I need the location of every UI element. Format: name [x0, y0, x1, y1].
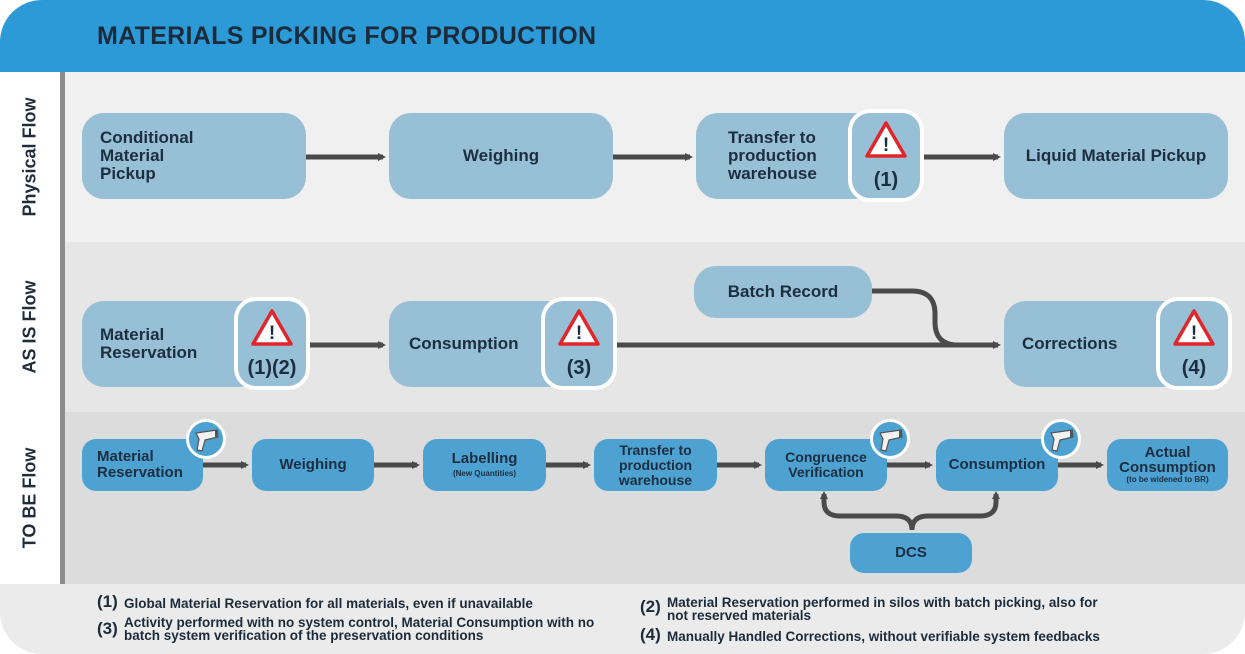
node-sublabel: (New Quantities): [452, 469, 517, 478]
scanner-badge-reservation: [186, 419, 226, 459]
warning-refs: (3): [566, 357, 592, 379]
lane-separator-bar: [60, 72, 65, 584]
warning-refs: (4): [1181, 357, 1207, 379]
barcode-scanner-icon: [879, 429, 903, 452]
footnote-3: (3) Activity performed with no system co…: [97, 615, 617, 643]
warning-icon: !: [251, 309, 293, 346]
node-label: Weighing: [279, 456, 347, 473]
node-label: Transfer to production warehouse: [618, 441, 693, 488]
footnotes-panel: [0, 584, 1245, 654]
warning-refs: (1)(2): [247, 357, 297, 379]
node-to-be-weighing: Weighing: [252, 439, 374, 491]
warning-icon: !: [1173, 309, 1215, 346]
warning-badge-consumption: ! (3): [541, 297, 617, 390]
node-sublabel: (to be widened to BR): [1126, 475, 1209, 484]
footnote-text: Manually Handled Corrections, without ve…: [667, 629, 1100, 644]
node-as-is-material-reservation: Material Reservation: [82, 301, 262, 387]
footnote-number: (3): [97, 619, 118, 638]
node-to-be-transfer: Transfer to production warehouse: [594, 439, 717, 491]
node-label: Material Reservation: [97, 448, 183, 481]
node-label: Congruence Verification: [785, 449, 867, 480]
footnote-2: (2) Material Reservation performed in si…: [640, 595, 1100, 623]
scanner-badge-congruence: [870, 419, 910, 459]
node-label: Actual Consumption: [1119, 444, 1216, 476]
node-label: Labelling: [451, 450, 518, 467]
warning-icon: !: [865, 121, 907, 158]
footnote-number: (1): [97, 592, 118, 611]
arrow-batch-record-merge: [872, 288, 975, 348]
node-label: Corrections: [1022, 334, 1118, 353]
node-transfer-to-production-warehouse: Transfer to production warehouse: [696, 113, 876, 199]
node-to-be-material-reservation: Material Reservation: [82, 439, 203, 491]
footnote-text: Global Material Reservation for all mate…: [124, 596, 533, 611]
warning-badge-transfer: ! (1): [848, 109, 924, 202]
svg-text:!: !: [883, 135, 889, 156]
node-label: Material Reservation: [100, 325, 198, 362]
scanner-badge-consumption: [1041, 419, 1081, 459]
warning-badge-corrections: ! (4): [1156, 297, 1232, 390]
warning-icon: !: [558, 309, 600, 346]
footnote-number: (4): [640, 625, 661, 644]
node-congruence-verification: Congruence Verification: [765, 439, 887, 491]
node-label: Batch Record: [727, 282, 839, 301]
node-batch-record: Batch Record: [694, 266, 872, 318]
footnote-text: Activity performed with no system contro…: [124, 615, 595, 643]
node-label: Consumption: [948, 456, 1046, 473]
footnote-4: (4) Manually Handled Corrections, withou…: [640, 625, 1200, 644]
svg-text:!: !: [576, 323, 582, 344]
node-labelling: Labelling (New Quantities): [423, 439, 546, 491]
lane-label-column: [0, 72, 60, 584]
node-label: Consumption: [409, 334, 519, 353]
node-dcs: DCS: [850, 533, 972, 573]
node-label: Transfer to production warehouse: [728, 128, 817, 183]
node-label: Weighing: [462, 146, 540, 165]
footnote-text: Material Reservation performed in silos …: [667, 595, 1098, 623]
footnote-1: (1) Global Material Reservation for all …: [97, 592, 617, 611]
arrow-dcs-to-congruence: [820, 491, 915, 531]
barcode-scanner-icon: [1050, 429, 1074, 452]
node-actual-consumption: Actual Consumption (to be widened to BR): [1107, 439, 1228, 491]
node-corrections: Corrections: [1004, 301, 1184, 387]
node-to-be-consumption: Consumption: [936, 439, 1058, 491]
footnote-number: (2): [640, 597, 661, 616]
node-weighing: Weighing: [389, 113, 613, 199]
node-conditional-material-pickup: Conditional Material Pickup: [82, 113, 306, 199]
warning-badge-reservation: ! (1)(2): [234, 297, 310, 390]
barcode-scanner-icon: [195, 429, 219, 452]
warning-refs: (1): [873, 169, 899, 191]
svg-text:!: !: [1191, 323, 1197, 344]
svg-text:!: !: [269, 323, 275, 344]
node-label: Conditional Material Pickup: [100, 128, 194, 183]
page-title: MATERIALS PICKING FOR PRODUCTION: [97, 22, 597, 50]
header-bar: MATERIALS PICKING FOR PRODUCTION: [0, 0, 1245, 72]
arrow-dcs-to-consumption: [909, 491, 1000, 531]
node-as-is-consumption: Consumption: [389, 301, 569, 387]
node-label: DCS: [895, 544, 927, 561]
node-liquid-material-pickup: Liquid Material Pickup: [1004, 113, 1228, 199]
node-label: Liquid Material Pickup: [1025, 146, 1207, 165]
